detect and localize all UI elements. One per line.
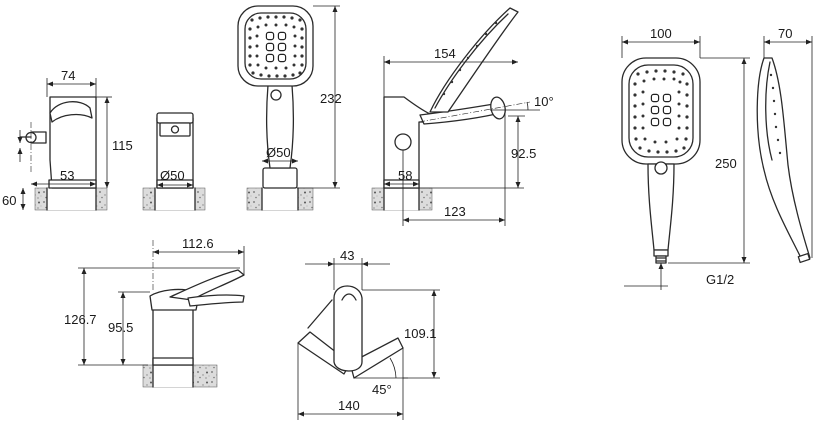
nozzle-side-marks — [442, 21, 498, 96]
valve-view: Ø50 — [142, 112, 206, 211]
dim-spout-width: 74 — [61, 68, 75, 83]
dim-head-width: 100 — [650, 26, 672, 41]
mixer-top-view: 43 109.1 45° 140 — [297, 248, 440, 420]
dim-valve-diameter: Ø50 — [160, 168, 185, 183]
nozzle-ring-front — [633, 69, 689, 154]
dim-head-depth: 70 — [778, 26, 792, 41]
thread-connector — [655, 255, 667, 264]
dim-top-width: 43 — [340, 248, 354, 263]
dim-top-height: 109.1 — [404, 326, 437, 341]
dim-side-height: 92.5 — [511, 146, 536, 161]
mixer-body — [152, 304, 194, 366]
dim-spout-height: 115 — [112, 138, 133, 153]
dim-head-length: 250 — [715, 156, 737, 171]
dim-mixer-reach: 112.6 — [182, 236, 214, 251]
dim-side-angle: 10° — [534, 94, 554, 109]
shower-side-view: 154 10° 92.5 58 123 — [371, 7, 554, 226]
profile-nozzles — [769, 73, 782, 155]
dim-top-angle: 45° — [372, 382, 392, 397]
holder-knob — [394, 133, 412, 151]
dim-side-length: 154 — [434, 46, 456, 61]
hand-shower-holder-view: 232 Ø50 — [237, 5, 342, 211]
shower-head-side — [429, 7, 519, 113]
mixer-side-view: 112.6 126.7 95.5 — [64, 236, 245, 388]
nozzle-ring-outer — [248, 15, 304, 78]
dim-mixer-body-height: 95.5 — [108, 320, 133, 335]
spout-side-view: 74 115 53 60 — [2, 68, 133, 211]
shower-handle — [266, 84, 294, 169]
dim-mixer-total-height: 126.7 — [64, 312, 97, 327]
shower-face-front — [621, 57, 701, 165]
shower-profile — [756, 57, 811, 261]
dim-top-length: 140 — [338, 398, 360, 413]
holder-base — [262, 167, 298, 189]
dim-thread: G1/2 — [706, 272, 734, 287]
dim-side-reach: 123 — [444, 204, 466, 219]
mode-button-front — [654, 161, 668, 175]
hand-shower-side-profile: 70 — [756, 26, 813, 264]
dim-deck-thickness: 60 — [2, 193, 16, 208]
mixer-lever-lower — [187, 294, 245, 307]
spout-mouth — [49, 101, 93, 123]
hand-shower-front-view: 100 250 G1/2 — [621, 26, 750, 290]
mode-button — [270, 89, 282, 101]
dim-side-offset: 58 — [398, 168, 412, 183]
mixer-lever — [169, 269, 245, 301]
dim-holder-diameter: Ø50 — [266, 145, 291, 160]
shower-handle-front — [647, 163, 675, 251]
dim-holder-height: 232 — [320, 91, 342, 106]
dim-spout-offset: 53 — [60, 168, 74, 183]
mixer-top-body — [333, 285, 363, 372]
